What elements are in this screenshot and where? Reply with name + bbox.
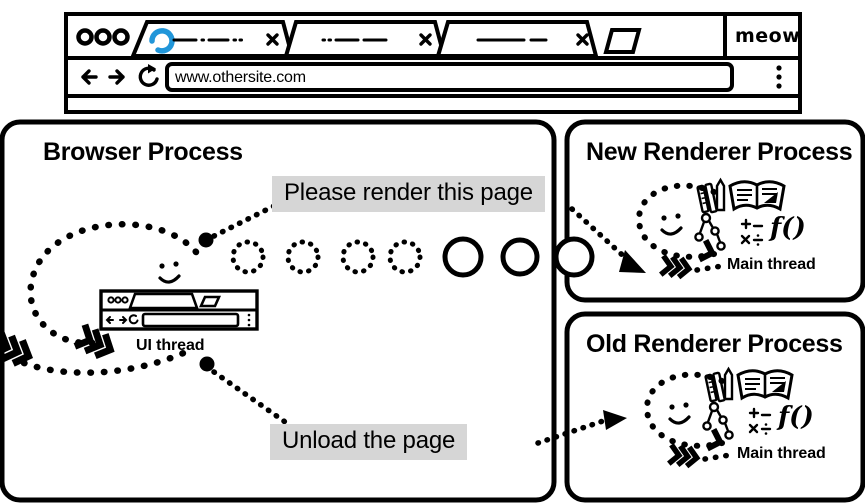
old-renderer-main-thread-label: Main thread <box>737 445 826 462</box>
unload-message-label: Unload the page <box>270 424 468 460</box>
sent-circle-1 <box>442 236 484 278</box>
forward-button-icon[interactable] <box>108 69 125 85</box>
new-renderer-main-thread-label: Main thread <box>727 256 816 273</box>
browser-process-title: Browser Process <box>43 138 243 166</box>
new-renderer-process-title: New Renderer Process <box>586 138 853 166</box>
sent-circle-2 <box>500 237 540 277</box>
browser-window[interactable] <box>64 12 802 114</box>
tab-loading-spinner-icon <box>149 28 175 54</box>
render-message-to-new-renderer-arrow <box>569 206 646 273</box>
tab-close-icon[interactable] <box>576 33 589 46</box>
pending-circle-2 <box>285 239 321 275</box>
browser-brand-label: meow <box>735 25 801 47</box>
browser-menu-icon[interactable] <box>776 65 782 89</box>
address-bar[interactable] <box>165 62 734 92</box>
tab-close-icon[interactable] <box>419 33 432 46</box>
old-renderer-process-title: Old Renderer Process <box>586 330 843 358</box>
new-renderer-main-thread-loop <box>635 182 725 277</box>
browser-tab-1[interactable] <box>130 20 295 58</box>
render-message-label: Please render this page <box>272 176 545 212</box>
unload-message-arrow <box>199 356 291 427</box>
old-renderer-process-box <box>564 311 865 503</box>
ui-thread-label: UI thread <box>136 337 205 354</box>
back-button-icon[interactable] <box>81 69 98 85</box>
new-tab-button[interactable] <box>603 28 642 54</box>
reload-button-icon[interactable] <box>138 64 159 87</box>
browser-tab-2[interactable] <box>283 20 447 58</box>
tab-close-icon[interactable] <box>266 33 279 46</box>
pending-circle-3 <box>340 239 376 275</box>
unload-message-to-old-renderer-arrow <box>535 410 627 446</box>
address-bar-value[interactable]: www.othersite.com <box>175 69 306 86</box>
old-renderer-main-thread-loop <box>643 371 733 466</box>
pending-circle-4 <box>387 239 423 275</box>
pending-circle-1 <box>230 239 266 275</box>
browser-tab-3[interactable] <box>435 20 599 58</box>
sent-circle-3 <box>553 236 595 278</box>
browser-process-box <box>0 119 557 503</box>
ui-thread-loop-arrow <box>0 221 200 376</box>
ui-thread-icon <box>99 289 259 331</box>
window-controls-icon[interactable] <box>76 28 130 46</box>
ipc-message-stream <box>230 236 595 278</box>
